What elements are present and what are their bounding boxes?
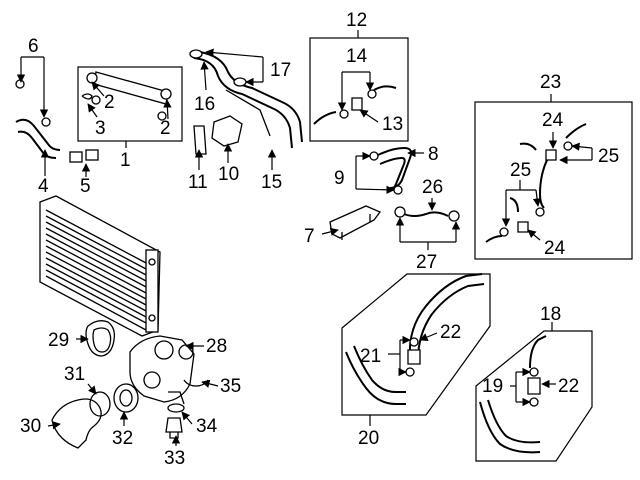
callout-19: 19: [482, 376, 503, 397]
callout-33: 33: [164, 448, 185, 469]
callout-17: 17: [270, 60, 291, 81]
callout-28: 28: [206, 336, 227, 357]
callout-24b: 24: [544, 238, 566, 259]
callout-7: 7: [304, 226, 315, 247]
clamps-5: [69, 149, 99, 163]
callout-31: 31: [64, 364, 85, 385]
callout-24a: 24: [542, 110, 564, 131]
hose-kit-box-18: [475, 330, 593, 462]
callout-29: 29: [48, 330, 69, 351]
bracket-11: [193, 125, 207, 155]
callout-34: 34: [196, 416, 218, 437]
callout-22b: 22: [558, 376, 579, 397]
callout-6: 6: [28, 36, 39, 57]
hose-kit-23: [485, 123, 587, 243]
coolant-pipe-15: [189, 49, 303, 149]
hose-26: [394, 206, 460, 222]
bracket-10: [211, 115, 243, 147]
callout-18: 18: [540, 304, 561, 325]
callout-8: 8: [428, 144, 439, 165]
leader-lines: [16, 30, 593, 446]
coolant-pipe-1: [81, 71, 172, 121]
o-ring-31: [89, 391, 111, 417]
bracket-7: [329, 205, 382, 240]
sensor-33: [165, 417, 183, 439]
callout-4: 4: [38, 176, 49, 197]
hose-4: [15, 79, 61, 159]
hose-kit-box-20: [341, 273, 491, 416]
callout-9: 9: [334, 168, 345, 189]
callout-numbers: 6 4 5 1 2 3 2 16 17 11 10 15 12 14 13 8 …: [20, 10, 619, 469]
callout-15: 15: [261, 172, 282, 193]
callout-30: 30: [20, 416, 41, 437]
callout-1: 1: [120, 150, 131, 171]
callout-25b: 25: [510, 160, 531, 181]
hose-kit-box-12: [309, 37, 409, 142]
thermostat-housing-28: [129, 335, 195, 405]
callout-5: 5: [80, 176, 91, 197]
callout-35: 35: [220, 376, 241, 397]
callout-14: 14: [346, 46, 368, 67]
hose-kit-18: [479, 335, 547, 454]
callout-13: 13: [382, 114, 403, 135]
hose-30: [51, 398, 102, 449]
callout-2a: 2: [104, 92, 115, 113]
hose-kit-12: [313, 85, 397, 125]
hose-8: [369, 146, 413, 195]
gasket-29: [85, 320, 116, 357]
callout-2b: 2: [160, 118, 171, 139]
callout-20: 20: [358, 428, 379, 449]
callout-21: 21: [360, 346, 381, 367]
callout-32: 32: [112, 428, 133, 449]
callout-25a: 25: [598, 146, 619, 167]
callout-27: 27: [416, 252, 437, 273]
callout-22a: 22: [440, 322, 461, 343]
thermostat-32: [113, 383, 139, 413]
hose-kit-20: [345, 273, 485, 405]
callout-11: 11: [188, 172, 208, 193]
callout-10: 10: [218, 164, 239, 185]
callout-12: 12: [346, 10, 367, 31]
callout-23: 23: [540, 72, 561, 93]
radiator: [39, 195, 161, 337]
seal-34: [167, 403, 185, 413]
callout-26: 26: [422, 177, 443, 198]
callout-3: 3: [95, 118, 106, 139]
pipe-assembly-box: [77, 66, 183, 142]
callout-16: 16: [194, 94, 215, 115]
hose-kit-box-23: [474, 101, 633, 260]
